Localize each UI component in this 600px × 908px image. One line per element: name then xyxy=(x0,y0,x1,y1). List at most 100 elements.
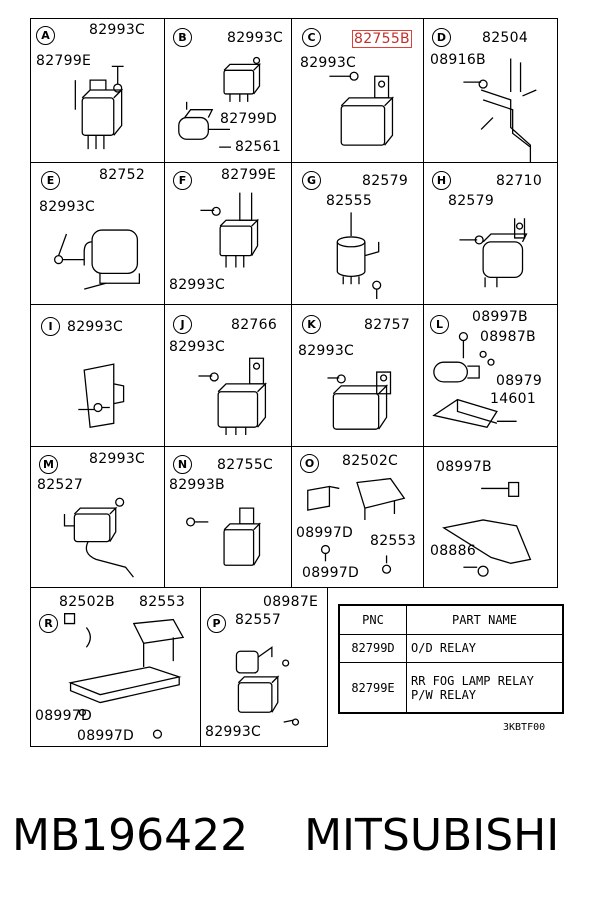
cell-e: E 82752 82993C xyxy=(30,162,165,305)
part-name-table: PNC PART NAME 82799D O/D RELAY 82799E RR… xyxy=(338,604,564,714)
part-label: 08916B xyxy=(430,52,486,68)
cell-badge: L xyxy=(430,315,449,334)
part-label: 82993C xyxy=(300,55,357,71)
part-label: 82993C xyxy=(169,339,226,355)
cell-badge: B xyxy=(173,28,192,47)
relay-illustration xyxy=(63,497,134,578)
part-label: 82579 xyxy=(448,193,495,209)
part-label: 82553 xyxy=(370,533,417,549)
relay-illustration xyxy=(74,65,124,150)
table-cell-pnc: 82799E xyxy=(339,662,407,713)
part-label: 82993C xyxy=(67,319,124,335)
part-label: 08987B xyxy=(480,329,536,345)
cell-k: K 82757 82993C xyxy=(291,304,424,447)
diagram-code: 3KBTF00 xyxy=(503,722,546,733)
bracket-illustration xyxy=(307,477,406,574)
part-label: 82766 xyxy=(231,317,278,333)
bracket-illustration xyxy=(463,58,537,162)
relay-illustration xyxy=(329,71,395,146)
part-label: 82799E xyxy=(221,167,277,183)
part-label: 82553 xyxy=(139,594,186,610)
cell-badge: H xyxy=(432,171,451,190)
cell-badge: I xyxy=(41,317,60,336)
cell-b: B 82993C 82799D 82561 xyxy=(164,18,292,163)
part-label: 08997D xyxy=(302,565,360,581)
part-label: 08997B xyxy=(472,309,528,325)
cell-c: C 82755B 82993C xyxy=(291,18,424,163)
part-label: 08997D xyxy=(77,728,135,744)
bracket-illustration xyxy=(432,332,517,428)
relay-illustration xyxy=(459,218,528,288)
part-label: 82755C xyxy=(217,457,274,473)
part-label: 82993C xyxy=(298,343,355,359)
cell-o: O 82502C 08997D 82553 08997D xyxy=(291,446,424,588)
part-label: 82752 xyxy=(99,167,146,183)
part-number: MB196422 xyxy=(12,810,249,861)
part-label: 08997D xyxy=(296,525,354,541)
part-label: 08987E xyxy=(263,594,319,610)
cell-badge: K xyxy=(302,315,321,334)
part-label: 82993C xyxy=(89,22,146,38)
part-label: 82993C xyxy=(169,277,226,293)
cell-badge: C xyxy=(302,28,321,47)
part-label: 82579 xyxy=(362,173,409,189)
relay-illustration xyxy=(186,507,262,566)
cell-badge: F xyxy=(173,171,192,190)
part-label: 82557 xyxy=(235,612,282,628)
table-row: 82799E RR FOG LAMP RELAY P/W RELAY xyxy=(339,662,563,713)
cell-badge: N xyxy=(173,455,192,474)
brand-name: MITSUBISHI xyxy=(304,810,560,861)
cell-badge: D xyxy=(432,28,451,47)
cell-l: L 08997B 08987B 08979 14601 xyxy=(423,304,558,447)
cell-l2: 08997B 08886 xyxy=(423,446,558,588)
cell-r: R 82502B 82553 08997D 08997D xyxy=(30,587,201,747)
part-label: 08979 xyxy=(496,373,543,389)
highlighted-part-label: 82755B xyxy=(352,30,412,48)
table-cell-part-name: O/D RELAY xyxy=(406,633,563,664)
cell-badge: O xyxy=(300,454,319,473)
cell-badge: E xyxy=(41,171,60,190)
table-header-pnc: PNC xyxy=(339,605,407,635)
table-header-part-name: PART NAME xyxy=(406,605,563,635)
cell-badge: A xyxy=(36,26,55,45)
part-label: 82799D xyxy=(220,111,278,127)
relay-illustration xyxy=(327,371,392,430)
relay-illustration xyxy=(178,56,262,148)
cell-n: N 82755C 82993B xyxy=(164,446,292,588)
bracket-illustration xyxy=(78,363,125,428)
cell-f: F 82799E 82993C xyxy=(164,162,292,305)
part-label: 82757 xyxy=(364,317,411,333)
part-label: 82993B xyxy=(169,477,225,493)
cell-g: G 82579 82555 xyxy=(291,162,424,305)
bracket-illustration xyxy=(441,481,532,577)
bracket-illustration xyxy=(64,613,185,739)
part-label: 08997B xyxy=(436,459,492,475)
table-cell-part-name: RR FOG LAMP RELAY P/W RELAY xyxy=(406,662,563,713)
flasher-illustration xyxy=(336,212,382,299)
part-label: 82502C xyxy=(342,453,399,469)
cell-h: H 82710 82579 xyxy=(423,162,558,305)
cell-j: J 82766 82993C xyxy=(164,304,292,447)
part-label: 82993C xyxy=(205,724,262,740)
part-label: 82555 xyxy=(326,193,373,209)
part-label: 82993C xyxy=(39,199,96,215)
relay-illustration xyxy=(235,646,300,726)
cell-a: A 82993C 82799E xyxy=(30,18,165,163)
cell-i: I 82993C xyxy=(30,304,165,447)
cell-badge: M xyxy=(39,455,58,474)
part-label: 82993C xyxy=(227,30,284,46)
cell-p: P 08987E 82557 82993C xyxy=(200,587,328,747)
relay-illustration xyxy=(200,192,260,268)
relay-illustration xyxy=(198,357,267,436)
part-label: 82561 xyxy=(235,139,282,155)
table-row: 82799D O/D RELAY xyxy=(339,633,563,664)
part-label: 82527 xyxy=(37,477,84,493)
part-label: 82799E xyxy=(36,53,92,69)
part-label: 08886 xyxy=(430,543,477,559)
cell-d: D 82504 08916B xyxy=(423,18,558,163)
part-label: 08997D xyxy=(35,708,93,724)
cell-m: M 82993C 82527 xyxy=(30,446,165,588)
part-label: 82504 xyxy=(482,30,529,46)
table-cell-pnc: 82799D xyxy=(339,633,407,664)
table-header-row: PNC PART NAME xyxy=(339,605,563,635)
